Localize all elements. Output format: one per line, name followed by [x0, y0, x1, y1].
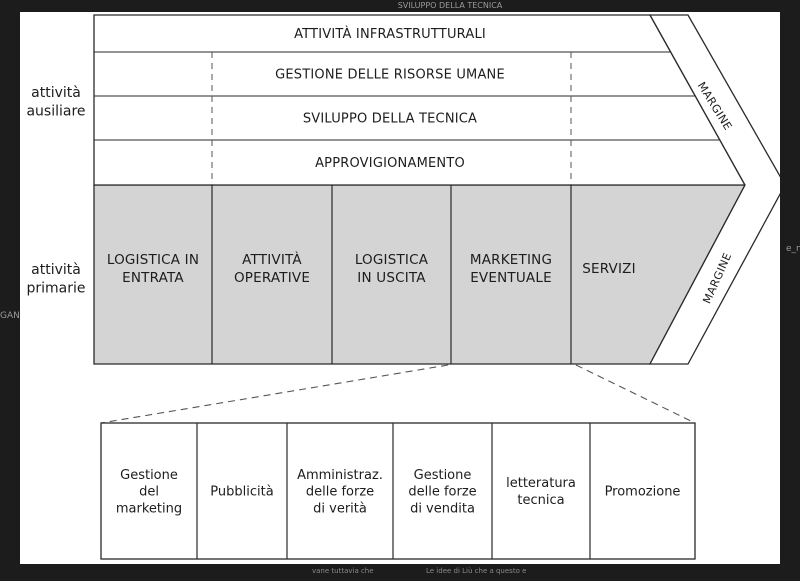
diagram-frame: ATTIVITÀ INFRASTRUTTURALI GESTIONE DELLE …	[20, 12, 780, 564]
detail-connector-right	[575, 364, 696, 424]
value-chain-diagram: ATTIVITÀ INFRASTRUTTURALI GESTIONE DELLE …	[26, 14, 780, 560]
margin-chevron	[648, 14, 780, 365]
support-activity-label: GESTIONE DELLE RISORSE UMANE	[275, 68, 505, 83]
primary-activity-label: SERVIZI	[582, 261, 636, 277]
detail-box-label: Pubblicità	[210, 485, 273, 500]
background-caption-bottom: vane tuttavia che Le idee di Liù che a q…	[0, 564, 800, 581]
support-activity-label: APPROVIGIONAMENTO	[315, 156, 465, 171]
support-activity-label: SVILUPPO DELLA TECNICA	[303, 112, 477, 127]
detail-connector-left	[100, 364, 449, 424]
detail-boxes-frame	[100, 422, 696, 560]
background-label-right: e_n	[786, 244, 800, 254]
background-caption-top: SVILUPPO DELLA TECNICA	[397, 1, 503, 10]
background-label-left: GAN	[0, 311, 20, 321]
detail-box-label: Promozione	[605, 485, 681, 500]
support-activity-label: ATTIVITÀ INFRASTRUTTURALI	[294, 26, 486, 42]
caption-bottom-left: vane tuttavia che	[312, 567, 374, 575]
caption-bottom-right: Le idee di Liù che a questo e	[426, 567, 527, 575]
